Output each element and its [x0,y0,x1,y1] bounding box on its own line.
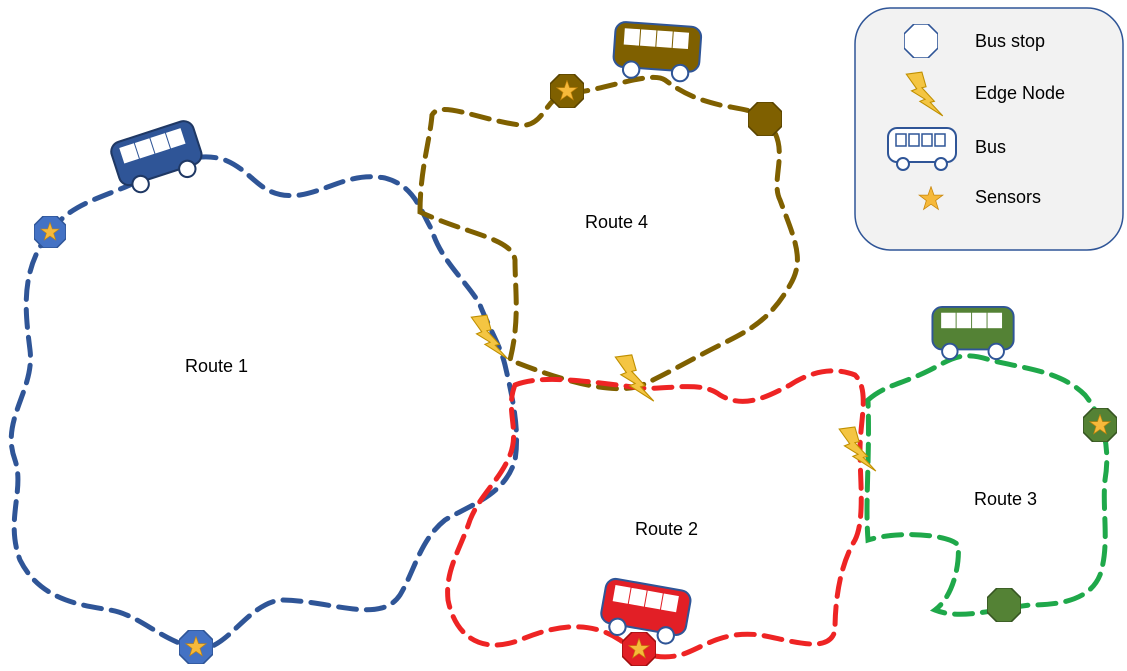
legend-label-sensors: Sensors [975,187,1041,207]
bus-icon [887,127,957,171]
route-3-label: Route 3 [974,489,1037,509]
edge-node-route4-route2 [614,354,656,405]
route-2-label: Route 2 [635,519,698,539]
legend-item-bus: Bus [887,127,1006,171]
bus-route3 [931,305,1015,361]
legend-item-sensors: Sensors [918,186,1041,210]
legend: Bus stop Edge Node Bus Sensors [854,7,1124,251]
legend-item-edge-node: Edge Node [905,71,1065,117]
legend-label-bus-stop: Bus stop [975,31,1045,51]
route-4-path [417,74,800,392]
legend-box [854,7,1124,251]
legend-label-edge-node: Edge Node [975,83,1065,103]
legend-item-bus-stop: Bus stop [904,24,1045,58]
route-1-path [8,154,520,652]
legend-label-bus: Bus [975,137,1006,157]
bus-stop-route1-south [179,630,213,664]
bus-stop-route3-south [987,588,1021,622]
bus-stop-route4-top [550,74,584,108]
route-2-path [445,368,866,660]
bus-route4 [611,20,703,84]
bus-stop-route4-right [748,102,782,136]
route-1-label: Route 1 [185,356,248,376]
route-3-path [864,353,1110,617]
bus-stop-route3-east [1083,408,1117,442]
bus-stop-route2-south [622,632,656,666]
bus-stop-icon [904,24,938,58]
route-4-label: Route 4 [585,212,648,232]
lightning-icon [614,354,655,402]
bus-stop-route1-nw [34,216,66,248]
